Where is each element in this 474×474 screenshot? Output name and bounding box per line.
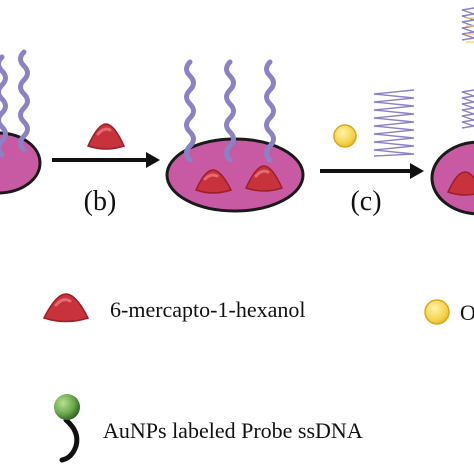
legend-target-icon bbox=[424, 299, 450, 325]
electrode-step-b bbox=[165, 59, 305, 213]
mch-molecule-icon bbox=[244, 165, 284, 192]
mch-molecule-icon bbox=[194, 169, 233, 194]
legend-mch-label: 6-mercapto-1-hexanol bbox=[110, 297, 305, 322]
target-molecule-icon bbox=[333, 124, 357, 148]
electrode-disc bbox=[0, 131, 42, 195]
electrode-disc bbox=[430, 140, 474, 216]
legend-target-label: O bbox=[460, 300, 474, 325]
legend: 6-mercapto-1-hexanol O AuNPs labeled Pro… bbox=[42, 293, 474, 463]
mch-molecule-icon bbox=[86, 123, 126, 150]
probe-dna-strand bbox=[224, 59, 236, 163]
legend-aunp-probe-icon bbox=[54, 394, 80, 463]
probe-dna-strand bbox=[184, 59, 196, 163]
step-c-arrow bbox=[320, 163, 424, 179]
aptamer-hairpin bbox=[373, 89, 415, 157]
electrode-step-a bbox=[0, 49, 42, 195]
legend-mch-icon bbox=[42, 293, 90, 323]
step-b-arrow bbox=[52, 152, 160, 168]
electrode-step-c bbox=[430, 7, 474, 216]
aptamer-hairpin bbox=[461, 89, 474, 129]
step-b-label: (b) bbox=[84, 186, 117, 217]
step-c-label: (c) bbox=[350, 186, 381, 217]
probe-dna-strand bbox=[0, 54, 8, 158]
aptamer-hairpin bbox=[461, 7, 474, 41]
probe-dna-strand bbox=[18, 49, 30, 153]
aptamer-hairpin bbox=[466, 17, 474, 43]
probe-dna-strand bbox=[264, 59, 276, 163]
legend-aunp-probe-label: AuNPs labeled Probe ssDNA bbox=[103, 418, 363, 443]
